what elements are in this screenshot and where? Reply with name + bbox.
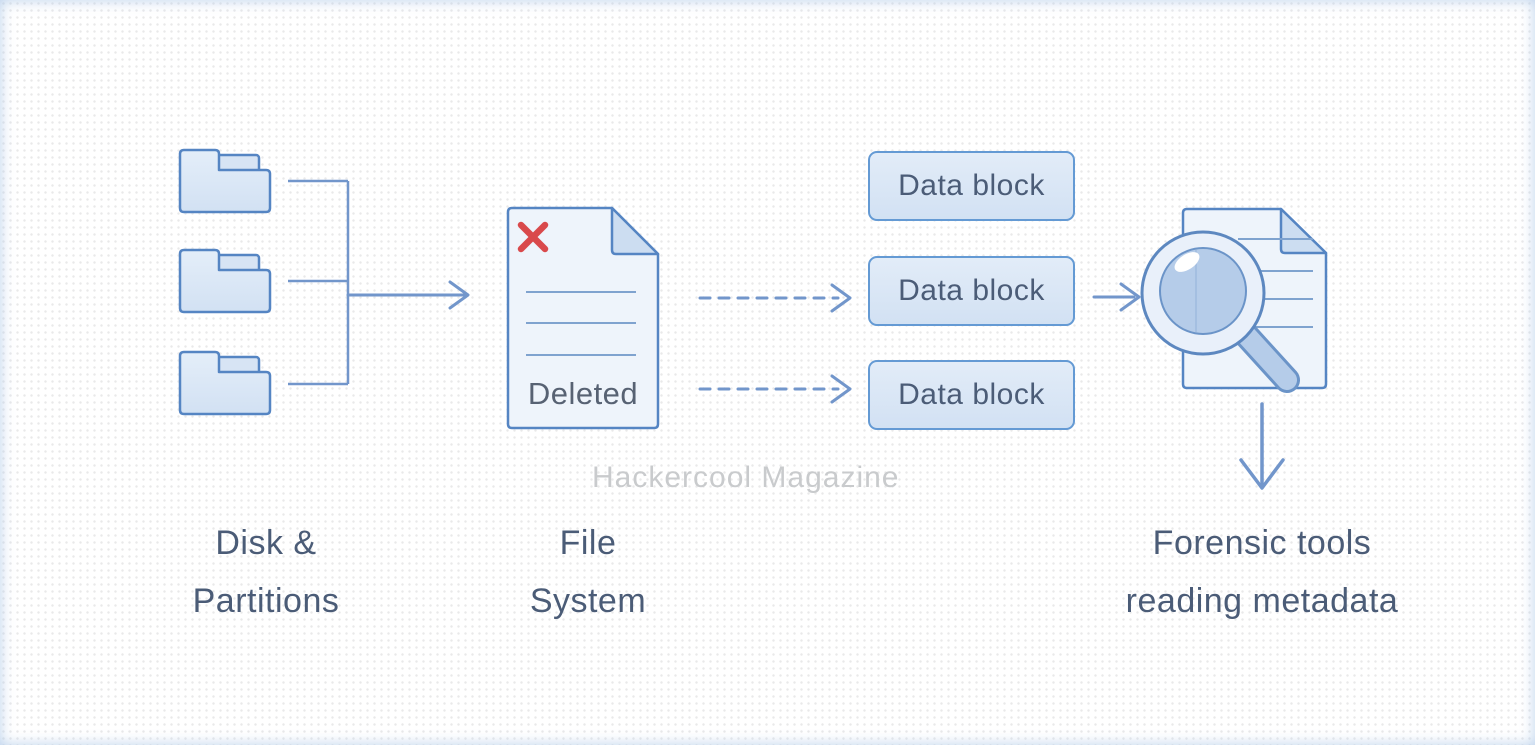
data-block-1: Data block	[868, 151, 1075, 221]
dashed-arrow-top	[698, 283, 852, 313]
arrow-folders-to-filesystem	[346, 280, 470, 310]
magnifier-icon	[1140, 230, 1300, 393]
caption-line: reading metadata	[1125, 582, 1399, 620]
dogear-fold	[1279, 207, 1328, 255]
dogear-fold	[610, 206, 660, 256]
caption-line: File	[559, 524, 617, 562]
data-block-2: Data block	[868, 256, 1075, 326]
caption-line: Disk &	[215, 524, 317, 562]
arrow-datablock-to-forensic	[1092, 282, 1141, 312]
deleted-file-icon	[506, 206, 660, 430]
caption-line: System	[529, 582, 647, 620]
folder-connector-lines	[288, 179, 350, 386]
caption-line: Partitions	[192, 582, 340, 620]
document-text-lines	[526, 291, 636, 356]
folder-icon-2	[178, 248, 272, 314]
watermark-text: Hackercool Magazine	[592, 461, 900, 494]
caption-forensic-tools: Forensic tools reading metadata	[1042, 514, 1482, 630]
caption-file-system: File System	[458, 514, 718, 630]
folder-icon-1	[178, 148, 272, 214]
caption-disk-partitions: Disk & Partitions	[136, 514, 396, 630]
data-block-3: Data block	[868, 360, 1075, 430]
red-x-icon	[517, 221, 549, 253]
lens-highlight	[1174, 252, 1200, 272]
caption-line: Forensic tools	[1152, 524, 1372, 562]
folder-icon-3	[178, 350, 272, 416]
deleted-file-label: Deleted	[527, 376, 639, 411]
dashed-arrow-bottom	[698, 374, 852, 404]
down-arrow	[1239, 402, 1285, 490]
